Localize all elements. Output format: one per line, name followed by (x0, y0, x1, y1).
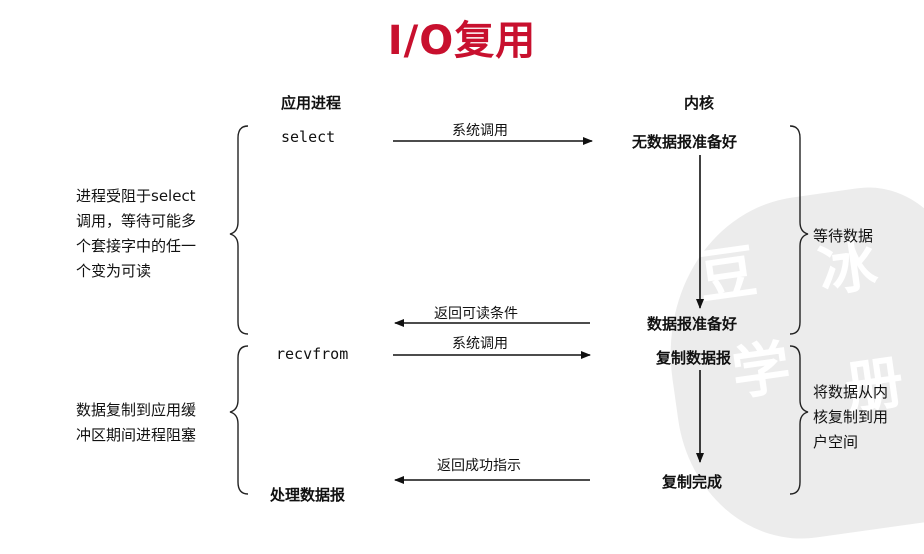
recvfrom-call-label: recvfrom (276, 345, 349, 363)
diagram-lines (229, 125, 809, 495)
return-success-arrow-label: 返回成功指示 (437, 458, 521, 474)
kernel-header: 内核 (684, 94, 715, 112)
note-line: 调用，等待可能多 (76, 212, 197, 230)
note-line: 数据复制到应用缓 (76, 401, 197, 419)
note-line: 核复制到用 (813, 408, 889, 426)
syscall-arrow-label-2: 系统调用 (452, 336, 508, 352)
return-readable-arrow-label: 返回可读条件 (434, 306, 518, 322)
process-datagram-label: 处理数据报 (270, 486, 346, 504)
note-line: 将数据从内 (813, 383, 889, 401)
syscall-arrow-label-1: 系统调用 (452, 123, 508, 139)
kernel-copy-datagram-label: 复制数据报 (656, 349, 732, 367)
app-process-header: 应用进程 (281, 94, 342, 112)
select-call-label: select (281, 128, 336, 146)
left-brace-copy (229, 345, 249, 495)
note-line: 户空间 (813, 433, 859, 451)
note-line: 个变为可读 (76, 262, 152, 280)
left-note-blocked-select: 进程受阻于select 调用，等待可能多 个套接字中的任一 个变为可读 (76, 184, 196, 284)
page-title: I/O复用 (387, 18, 537, 64)
note-line: 个套接字中的任一 (76, 237, 197, 255)
right-note-copy-data: 将数据从内 核复制到用 户空间 (813, 380, 888, 455)
kernel-datagram-ready-label: 数据报准备好 (647, 315, 738, 333)
kernel-copy-done-label: 复制完成 (662, 473, 723, 491)
left-brace-select (229, 125, 249, 335)
kernel-no-datagram-label: 无数据报准备好 (632, 133, 738, 151)
note-line: 冲区期间进程阻塞 (76, 426, 197, 444)
note-line: 进程受阻于select (76, 187, 196, 205)
right-note-wait-data: 等待数据 (813, 227, 874, 245)
right-brace-copy (789, 345, 809, 495)
left-note-blocked-copy: 数据复制到应用缓 冲区期间进程阻塞 (76, 398, 196, 448)
right-brace-wait (789, 125, 809, 335)
